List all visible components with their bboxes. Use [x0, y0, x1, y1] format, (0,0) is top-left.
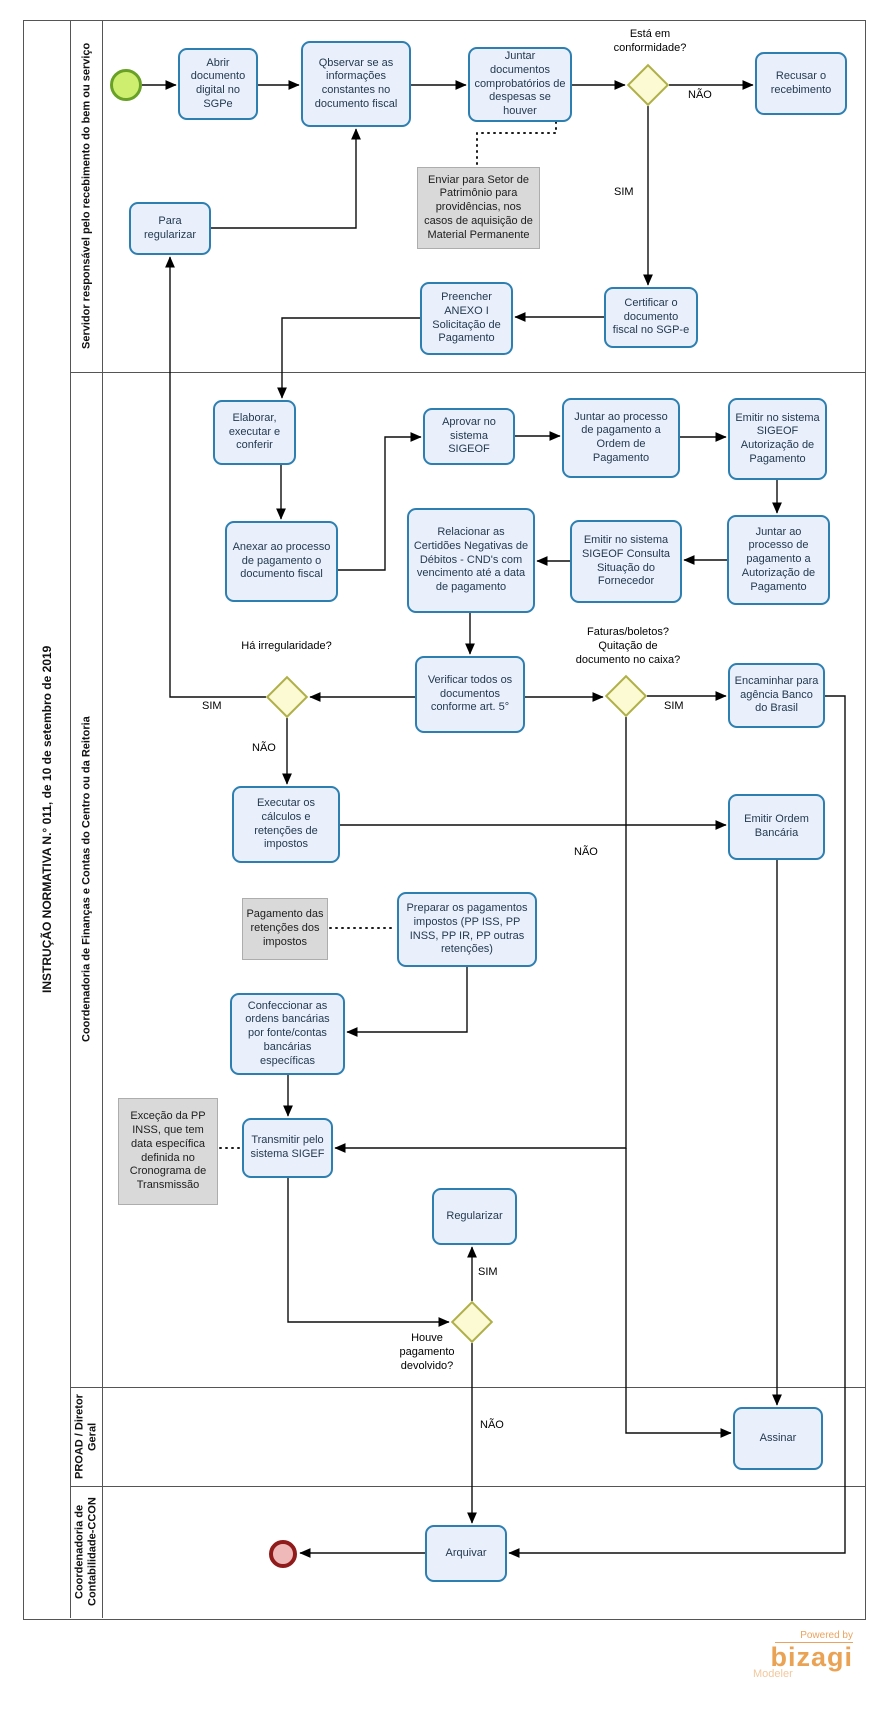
gateway-irregularidade-label: Há irregularidade? [241, 640, 332, 652]
task-regularizar[interactable]: Regularizar [432, 1188, 517, 1245]
lane-label-separator [102, 20, 103, 1618]
task-emitir-consulta-fornecedor[interactable]: Emitir no sistema SIGEOF Consulta Situaç… [570, 520, 682, 603]
flow-label-sim-conformidade: SIM [614, 186, 634, 198]
task-anexar-documento[interactable]: Anexar ao processo de pagamento o docume… [225, 521, 338, 602]
task-observar-informacoes[interactable]: Qbservar se as informações constantes no… [301, 41, 411, 127]
task-encaminhar-banco[interactable]: Encaminhar para agência Banco do Brasil [728, 663, 825, 728]
task-verificar-documentos[interactable]: Verificar todos os documentos conforme a… [415, 656, 525, 733]
lane-label-ccon: Coordenadoria de Contabilidade-CCON [73, 1497, 99, 1607]
task-arquivar[interactable]: Arquivar [425, 1525, 507, 1582]
task-aprovar-sigeof[interactable]: Aprovar no sistema SIGEOF [423, 408, 515, 465]
task-emitir-ordem-bancaria[interactable]: Emitir Ordem Bancária [728, 794, 825, 860]
task-juntar-autorizacao[interactable]: Juntar ao processo de pagamento a Autori… [727, 515, 830, 605]
gateway-faturas-label: Faturas/boletos? Quitação de documento n… [575, 626, 681, 666]
task-abrir-documento[interactable]: Abrir documento digital no SGPe [178, 48, 258, 120]
lane-label-servidor: Servidor responsável pelo recebimento do… [80, 42, 93, 350]
flow-label-nao-irregularidade: NÃO [252, 742, 276, 754]
bizagi-wordmark: bizagi [770, 1642, 853, 1672]
annotation-enviar-patrimonio[interactable]: Enviar para Setor de Patrimônio para pro… [417, 167, 540, 249]
task-certificar-documento[interactable]: Certificar o documento fiscal no SGP-e [604, 287, 698, 348]
flow-label-sim-irregularidade: SIM [202, 700, 222, 712]
task-relacionar-cnds[interactable]: Relacionar as Certidões Negativas de Déb… [407, 508, 535, 613]
powered-by-label: Powered by [775, 1630, 853, 1643]
modeler-label: Modeler [753, 1668, 793, 1681]
pool-border [23, 20, 866, 1620]
flow-label-nao-houve: NÃO [480, 1419, 504, 1431]
start-event[interactable] [110, 69, 142, 101]
task-para-regularizar[interactable]: Para regularizar [129, 202, 211, 255]
task-elaborar-executar[interactable]: Elaborar, executar e conferir [213, 400, 296, 465]
task-juntar-ordem-pagamento[interactable]: Juntar ao processo de pagamento a Ordem … [562, 398, 680, 478]
pool-title-separator [70, 20, 71, 1618]
lane-separator-2 [70, 1387, 865, 1388]
task-executar-calculos[interactable]: Executar os cálculos e retenções de impo… [232, 786, 340, 863]
lane-label-financas: Coordenadoria de Finanças e Contas do Ce… [80, 716, 93, 1043]
task-transmitir-sigef[interactable]: Transmitir pelo sistema SIGEF [242, 1118, 333, 1178]
gateway-conformidade-label: Está em conformidade? [613, 28, 687, 54]
task-emitir-autorizacao[interactable]: Emitir no sistema SIGEOF Autorização de … [728, 398, 827, 480]
lane-separator-1 [70, 372, 865, 373]
annotation-pagamento-retencoes[interactable]: Pagamento das retenções dos impostos [242, 898, 328, 960]
end-event[interactable] [269, 1540, 297, 1568]
task-juntar-documentos[interactable]: Juntar documentos comprobatórios de desp… [468, 47, 572, 122]
annotation-excecao-pp-inss[interactable]: Exceção da PP INSS, que tem data específ… [118, 1098, 218, 1205]
task-preparar-pagamentos[interactable]: Preparar os pagamentos impostos (PP ISS,… [397, 892, 537, 967]
bizagi-logo: Powered by bizagi Modeler [735, 1630, 853, 1680]
task-confeccionar-ordens[interactable]: Confeccionar as ordens bancárias por fon… [230, 993, 345, 1075]
task-preencher-anexo[interactable]: Preencher ANEXO I Solicitação de Pagamen… [420, 282, 513, 355]
lane-label-proad: PROAD / Diretor Geral [73, 1394, 99, 1479]
task-assinar[interactable]: Assinar [733, 1407, 823, 1470]
lane-separator-3 [70, 1486, 865, 1487]
task-recusar-recebimento[interactable]: Recusar o recebimento [755, 52, 847, 115]
gateway-houve-label: Houve pagamento devolvido? [399, 1332, 455, 1372]
flow-label-sim-faturas: SIM [664, 700, 684, 712]
flow-label-nao-faturas: NÃO [574, 846, 598, 858]
flow-label-nao-conformidade: NÃO [688, 89, 712, 101]
flow-label-sim-houve: SIM [478, 1266, 498, 1278]
pool-title: INSTRUÇÃO NORMATIVA N.° 011, de 10 de se… [40, 645, 54, 993]
